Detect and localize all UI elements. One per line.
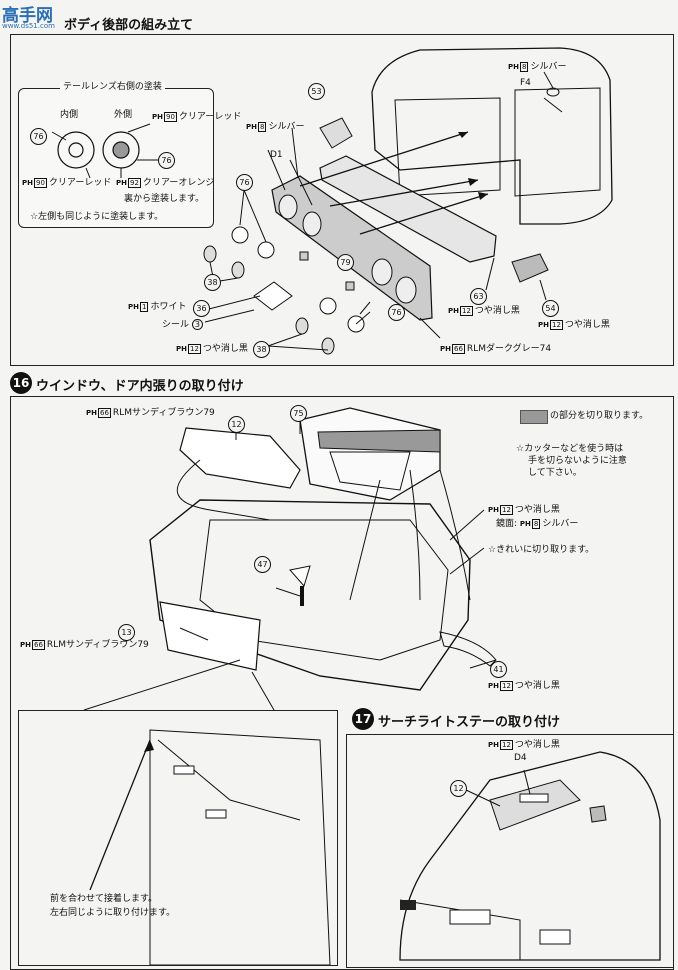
section17-header-bg <box>340 708 672 738</box>
d1-label: D1 <box>270 150 283 160</box>
cut-clean-note: ☆きれいに切り取ります。 <box>488 545 595 555</box>
part-12-circle: 12 <box>450 780 467 797</box>
part-38-circle: 38 <box>204 274 221 291</box>
section15-frame <box>10 34 674 366</box>
watermark-logo: 高手网 www.ds51.com <box>0 0 70 34</box>
left-same-note: ☆左側も同じように塗装します。 <box>30 212 164 222</box>
cut-legend-swatch <box>520 410 548 424</box>
part-76-circle: 76 <box>236 174 253 191</box>
watermark-url: www.ds51.com <box>2 22 55 30</box>
join-note-2: 左右同じように取り付けます。 <box>50 908 176 918</box>
cutter-note-1: ☆カッターなどを使う時は <box>516 444 624 454</box>
taillens-inset <box>18 88 214 228</box>
part-38-circle: 38 <box>253 341 270 358</box>
part-53-circle: 53 <box>308 83 325 100</box>
part-13-circle: 13 <box>118 624 135 641</box>
part-63-circle: 63 <box>470 288 487 305</box>
part-76-circle: 76 <box>388 304 405 321</box>
section15-title: ボディ後部の組み立て <box>64 18 194 33</box>
backpaint-note: 裏から塗装します。 <box>124 194 205 204</box>
part-41-circle: 41 <box>490 661 507 678</box>
section16-title: ウインドウ、ドア内張りの取り付け <box>36 379 244 394</box>
inner-label: 内側 <box>60 110 79 120</box>
cutter-note-2: 手を切らないように注意 <box>528 456 627 466</box>
part-76-circle: 76 <box>158 152 175 169</box>
f4-label: F4 <box>520 78 531 88</box>
part-76-circle: 76 <box>30 128 47 145</box>
cut-legend-text: の部分を切り取ります。 <box>550 411 649 421</box>
part-79-circle: 79 <box>337 254 354 271</box>
taillens-title: テールレンズ右側の塗装 <box>60 82 165 92</box>
watermark-logo-text: 高手网 <box>2 6 53 26</box>
cutter-note-3: して下さい。 <box>528 468 582 478</box>
seal-label: シール 3 <box>162 319 203 330</box>
part-75-circle: 75 <box>290 405 307 422</box>
section17-title: サーチライトステーの取り付け <box>378 715 561 730</box>
step16-number: 16 <box>10 372 32 394</box>
section17-frame <box>346 734 674 968</box>
join-note-1: 前を合わせて接着します。 <box>50 894 158 904</box>
part-36-circle: 36 <box>193 300 210 317</box>
outer-label: 外側 <box>114 110 133 120</box>
part-12-circle: 12 <box>228 416 245 433</box>
part-47-circle: 47 <box>254 556 271 573</box>
part-54-circle: 54 <box>542 300 559 317</box>
d4-label: D4 <box>514 753 527 763</box>
inset-16-frame <box>18 710 338 966</box>
step17-number: 17 <box>352 708 374 730</box>
